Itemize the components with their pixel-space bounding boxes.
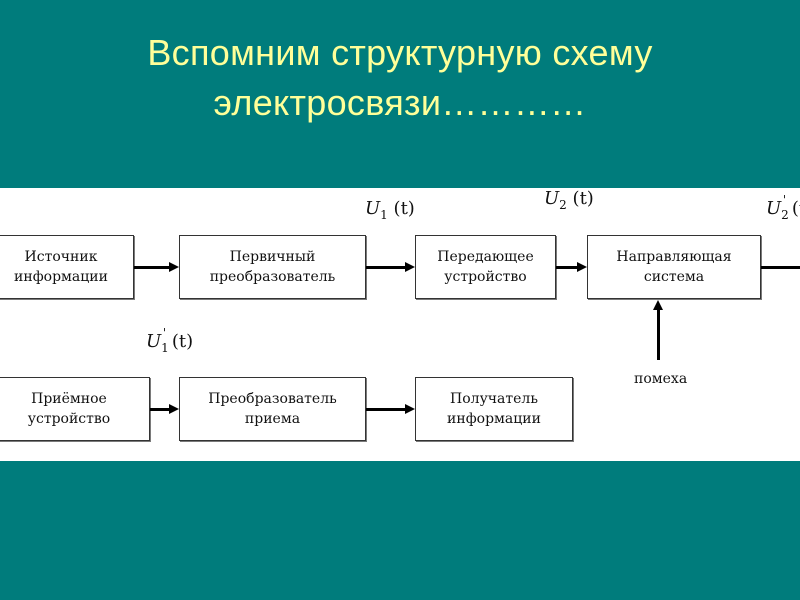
signal-u2-sub: 2 [559,198,567,212]
block-recipient-line2: информации [447,411,541,427]
block-channel-line1: Направляющая [616,249,732,265]
block-transmitter: Передающее устройство [415,235,556,299]
block-diagram: Источник информации Первичный преобразов… [0,188,800,461]
signal-u1-prime: U1' (t) [146,326,194,355]
arrow-transmitter-to-channel [556,262,587,272]
signal-u1-symbol: U [365,198,381,219]
block-receiver-line1: Приёмное [31,391,107,407]
block-recipient: Получатель информации [415,377,573,441]
signal-u2-arg: (t) [572,188,594,209]
arrow-converter-to-transmitter [366,262,415,272]
signal-u2: U2 (t) [544,188,594,212]
signal-u2-prime: U2' (t) [766,193,800,222]
signal-u2-prime-mark: ' [782,193,787,207]
signal-u1-prime-arg: (t) [171,331,194,352]
block-source: Источник информации [0,235,134,299]
block-primary-converter-line1: Первичный [229,249,316,265]
slide-title: Вспомним структурную схему электросвязи…… [0,28,800,128]
arrow-converter-to-recipient [366,404,415,414]
block-receiver: Приёмное устройство [0,377,150,441]
arrow-channel-out [761,266,800,269]
title-line-1: Вспомним структурную схему [147,32,653,73]
block-channel: Направляющая система [587,235,761,299]
block-recipient-line1: Получатель [450,391,538,407]
signal-u2-prime-arg: (t) [791,198,800,219]
block-receive-converter: Преобразователь приема [179,377,366,441]
block-receive-converter-line2: приема [244,411,301,427]
block-receiver-line2: устройство [27,411,111,427]
signal-u1-prime-mark: ' [162,326,167,340]
signal-u1-prime-sub: 1 [161,341,169,355]
signal-u2-prime-symbol: U [766,198,782,219]
arrow-source-to-converter [134,262,179,272]
signal-u2-prime-sub: 2 [781,208,789,222]
block-primary-converter: Первичный преобразователь [179,235,366,299]
block-transmitter-line1: Передающее [437,249,534,265]
title-line-2: электросвязи………… [213,82,587,123]
block-receive-converter-line1: Преобразователь [208,391,337,407]
arrow-receiver-to-converter [150,404,179,414]
block-source-line1: Источник [24,249,98,265]
signal-u1-sub: 1 [380,208,388,222]
block-primary-converter-line2: преобразователь [209,269,336,285]
signal-u1-arg: (t) [393,198,415,219]
block-transmitter-line2: устройство [444,269,527,285]
block-source-line2: информации [14,269,108,285]
arrow-noise-to-channel [653,300,663,360]
noise-label: помеха [634,371,688,387]
signal-u1-prime-symbol: U [146,331,162,352]
signal-u2-symbol: U [544,188,560,209]
signal-u1: U1 (t) [365,198,415,222]
block-channel-line2: система [643,269,705,285]
